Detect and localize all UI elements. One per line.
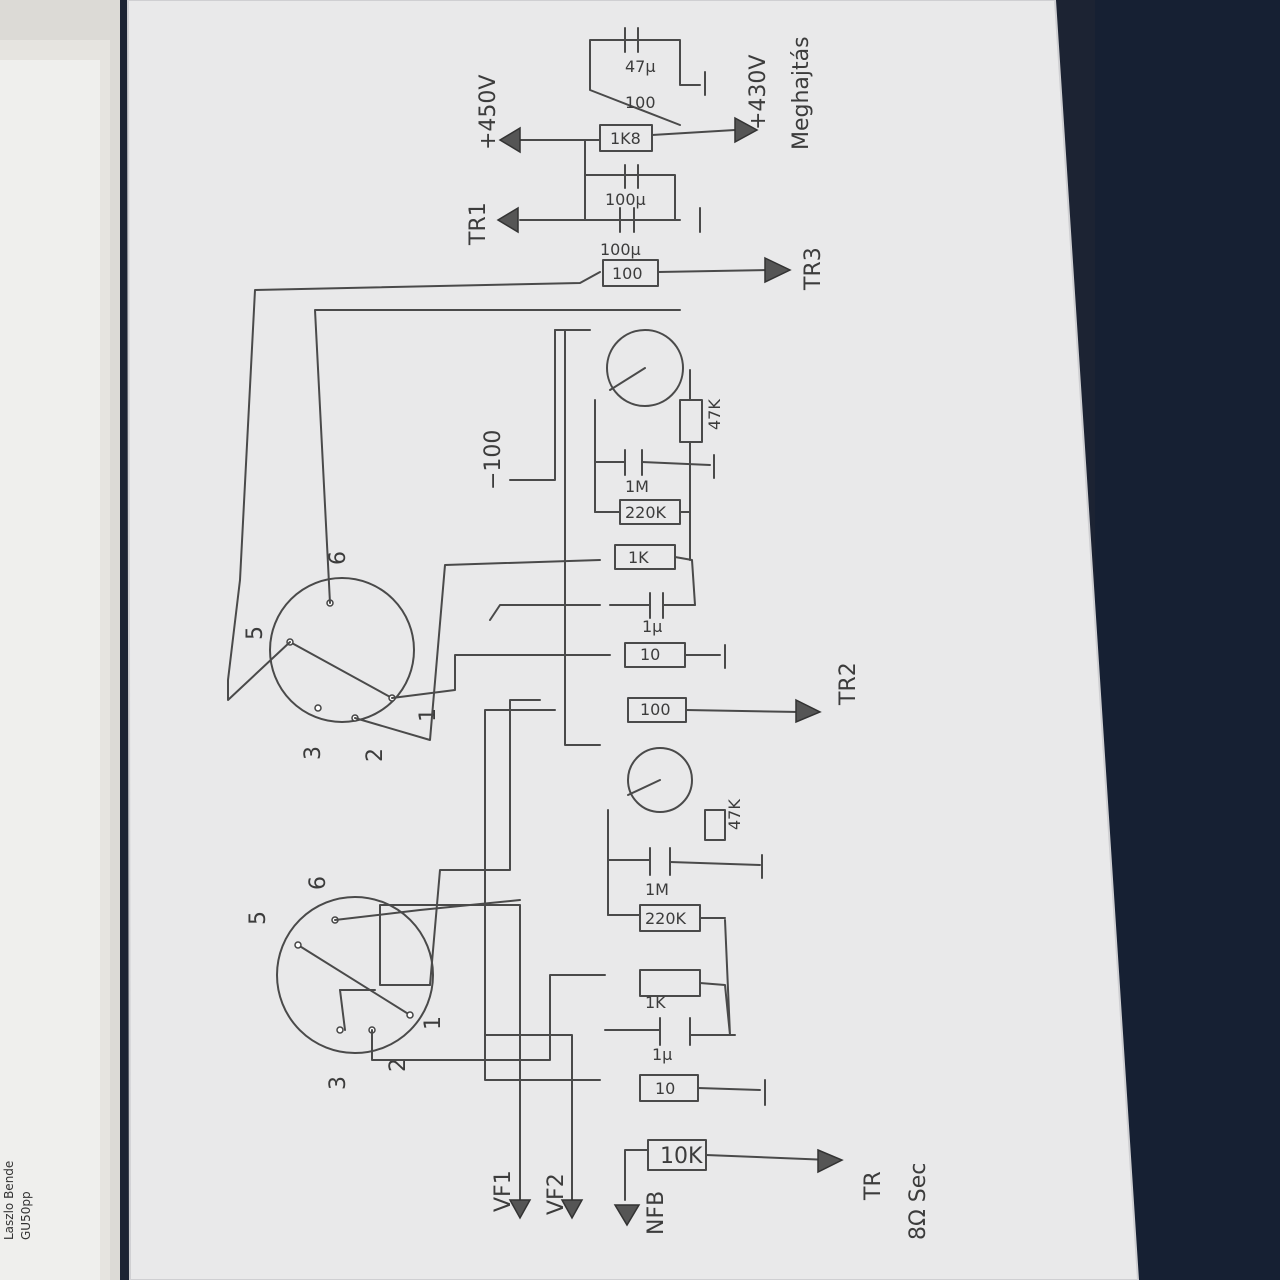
tube-1-pin-6: 6 bbox=[306, 876, 331, 890]
dark-fabric bbox=[1095, 0, 1280, 1280]
label-10k: 10K bbox=[660, 1144, 703, 1169]
label-430v: +430V bbox=[746, 55, 771, 130]
background-model-text: GU50pp bbox=[19, 1191, 33, 1240]
label-meghajtas: Meghajtás bbox=[789, 36, 814, 150]
label-1m-a: 1M bbox=[645, 880, 669, 899]
label-1k8: 1K8 bbox=[610, 129, 641, 148]
tube-2-pin-5: 5 bbox=[243, 626, 268, 640]
label-47u: 47µ bbox=[625, 57, 656, 76]
tube-1-envelope bbox=[276, 896, 434, 1054]
label-100-c: 100 bbox=[625, 93, 656, 112]
wire-bias bbox=[509, 329, 556, 481]
arrow-nfb bbox=[613, 1204, 641, 1227]
schematic-drawing: 5 6 1 2 3 5 6 1 2 3 bbox=[227, 27, 931, 1240]
wire-vf1 bbox=[379, 904, 521, 1201]
paper-stack-left: Laszlo Bende GU50pp bbox=[0, 0, 120, 1280]
wire-grid-1b bbox=[371, 974, 606, 1061]
wire-screen-2 bbox=[227, 271, 601, 701]
tube-1-pin-2: 2 bbox=[386, 1058, 411, 1072]
wire-bias-2 bbox=[564, 329, 601, 746]
tube-1-internal-b bbox=[339, 989, 346, 1031]
arrow-tr2 bbox=[795, 698, 822, 724]
tube-1-pin-3: 3 bbox=[326, 1076, 351, 1090]
arrow-tr bbox=[817, 1148, 844, 1174]
tube-2-pin-1: 1 bbox=[416, 708, 441, 722]
label-220k-b: 220K bbox=[625, 503, 667, 522]
label-1k-b: 1K bbox=[628, 548, 649, 567]
label-100-a: 100 bbox=[640, 700, 671, 719]
driver-tube-2 bbox=[606, 329, 684, 407]
label-tr2: TR2 bbox=[836, 662, 861, 706]
tube-2-internal bbox=[289, 641, 393, 699]
tube-1-internal-a bbox=[297, 944, 411, 1016]
tube-1-pin-1: 1 bbox=[421, 1016, 446, 1030]
wire-grid-1 bbox=[484, 1034, 601, 1081]
wire-grid-2b bbox=[391, 654, 611, 699]
wire-c1u-2 bbox=[489, 604, 601, 621]
label-450v: +450V bbox=[476, 75, 501, 150]
resistor-47k-a bbox=[704, 809, 726, 841]
label-nfb: NFB bbox=[644, 1191, 669, 1235]
driver-tube-1 bbox=[627, 747, 693, 813]
wire-cathode-2 bbox=[354, 559, 601, 741]
tube-2-envelope bbox=[269, 577, 415, 723]
arrow-tr1 bbox=[496, 206, 519, 234]
label-47k-b: 47K bbox=[705, 399, 724, 430]
label-47k-a: 47K bbox=[725, 799, 744, 830]
arrow-vf2 bbox=[560, 1199, 584, 1220]
tube-2-pin-6: 6 bbox=[326, 551, 351, 565]
label-1k-a: 1K bbox=[645, 993, 666, 1012]
label-100u-b: 100µ bbox=[605, 190, 646, 209]
label-10-b: 10 bbox=[640, 645, 660, 664]
label-10-a: 10 bbox=[655, 1079, 675, 1098]
label-100u-a: 100µ bbox=[600, 240, 641, 259]
label-tr3: TR3 bbox=[801, 247, 826, 291]
label-100-b: 100 bbox=[612, 264, 643, 283]
tube-2-pin-2: 2 bbox=[363, 748, 388, 762]
wire-nfb bbox=[624, 1149, 649, 1201]
arrow-430v bbox=[734, 116, 759, 144]
wire-anode-1 bbox=[334, 899, 521, 921]
label-220k-a: 220K bbox=[645, 909, 687, 928]
label-vf1: VF1 bbox=[491, 1170, 516, 1212]
label-8ohm-sec: 8Ω Sec bbox=[906, 1163, 931, 1240]
label-1m-b: 1M bbox=[625, 477, 649, 496]
arrow-450v bbox=[498, 126, 521, 154]
resistor-1k8 bbox=[599, 124, 653, 152]
tube-2-pin-3: 3 bbox=[301, 746, 326, 760]
label-tr-out: TR bbox=[861, 1171, 886, 1201]
label-neg-100: −100 bbox=[481, 430, 506, 490]
label-tr1: TR1 bbox=[466, 202, 491, 246]
background-author-text: Laszlo Bende bbox=[2, 1161, 16, 1240]
label-1u-a: 1µ bbox=[652, 1045, 672, 1064]
tube-1-pin-5: 5 bbox=[246, 911, 271, 925]
label-1u-b: 1µ bbox=[642, 617, 662, 636]
arrow-vf1 bbox=[508, 1199, 532, 1220]
arrow-tr3 bbox=[764, 256, 792, 284]
label-vf2: VF2 bbox=[544, 1173, 569, 1215]
wire-anode-2 bbox=[314, 309, 681, 604]
